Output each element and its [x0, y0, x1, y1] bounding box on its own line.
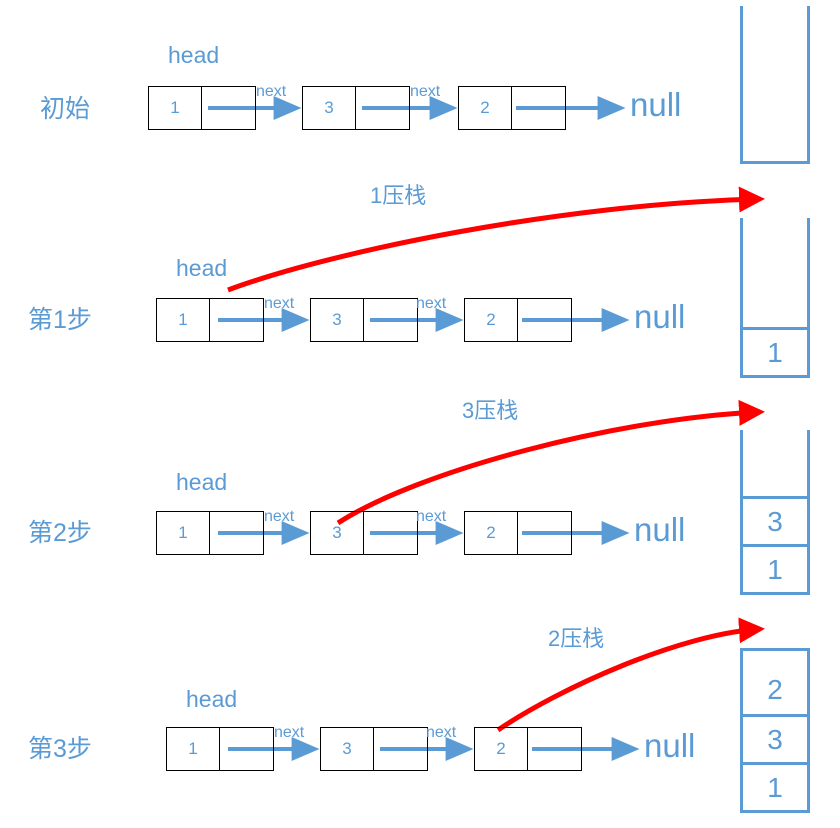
step-label-row-1: 初始	[40, 95, 91, 123]
stack-slot: 2	[767, 674, 783, 705]
node-pointer	[202, 87, 255, 129]
list-node[interactable]: 3	[302, 86, 410, 130]
list-node[interactable]: 3	[310, 298, 418, 342]
step-label-row-2: 第1步	[28, 306, 92, 334]
node-pointer	[210, 299, 263, 341]
push-label-row-4: 2压栈	[548, 626, 605, 651]
next-label: next	[416, 508, 447, 525]
list-node[interactable]: 1	[166, 727, 274, 771]
node-value: 3	[311, 299, 364, 341]
node-value: 3	[311, 512, 364, 554]
node-pointer	[374, 728, 427, 770]
next-label: next	[256, 83, 287, 100]
node-pointer	[518, 299, 571, 341]
node-value: 1	[149, 87, 202, 129]
stack-row-2[interactable]: 1	[740, 218, 810, 378]
next-label: next	[426, 724, 457, 741]
node-pointer	[364, 512, 417, 554]
node-value: 1	[167, 728, 220, 770]
list-node[interactable]: 2	[464, 298, 572, 342]
node-pointer	[356, 87, 409, 129]
node-value: 1	[157, 299, 210, 341]
stack-slot: 1	[743, 327, 807, 375]
list-node[interactable]: 1	[148, 86, 256, 130]
push-arrow-3	[336, 399, 765, 526]
list-node[interactable]: 3	[310, 511, 418, 555]
node-pointer	[512, 87, 565, 129]
push-label-row-2: 1压栈	[370, 183, 427, 208]
list-node[interactable]: 2	[474, 727, 582, 771]
node-pointer	[220, 728, 273, 770]
node-value: 2	[465, 299, 518, 341]
push-arrow-2	[496, 617, 765, 733]
step-label-row-3: 第2步	[28, 519, 92, 547]
head-label-row-3: head	[176, 469, 228, 495]
null-label: null	[634, 511, 686, 548]
stack-slot: 1	[743, 762, 807, 810]
next-label: next	[264, 295, 295, 312]
stack-slot: 3	[743, 714, 807, 762]
stack-slot: 1	[743, 544, 807, 592]
list-node[interactable]: 2	[458, 86, 566, 130]
node-value: 3	[321, 728, 374, 770]
stack-slot: 3	[743, 496, 807, 544]
next-label: next	[416, 295, 447, 312]
node-value: 2	[459, 87, 512, 129]
node-value: 1	[157, 512, 210, 554]
next-label: next	[410, 83, 441, 100]
list-node[interactable]: 2	[464, 511, 572, 555]
node-pointer	[364, 299, 417, 341]
stack-row-4[interactable]: 2 3 1	[740, 648, 810, 813]
node-value: 3	[303, 87, 356, 129]
next-label: next	[274, 724, 305, 741]
head-label-row-1: head	[168, 42, 220, 68]
head-label-row-2: head	[176, 255, 228, 281]
node-value: 2	[465, 512, 518, 554]
node-pointer	[210, 512, 263, 554]
stack-row-1[interactable]	[740, 6, 810, 164]
stack-row-3[interactable]: 3 1	[740, 430, 810, 595]
node-pointer	[518, 512, 571, 554]
step-label-row-4: 第3步	[28, 735, 92, 763]
push-label-row-3: 3压栈	[462, 398, 519, 423]
list-node[interactable]: 3	[320, 727, 428, 771]
node-pointer	[528, 728, 581, 770]
null-label: null	[644, 727, 696, 764]
null-label: null	[634, 298, 686, 335]
node-value: 2	[475, 728, 528, 770]
next-label: next	[264, 508, 295, 525]
push-arrow-1	[227, 186, 765, 293]
list-node[interactable]: 1	[156, 298, 264, 342]
list-node[interactable]: 1	[156, 511, 264, 555]
null-label: null	[630, 86, 682, 123]
head-label-row-4: head	[186, 686, 238, 712]
